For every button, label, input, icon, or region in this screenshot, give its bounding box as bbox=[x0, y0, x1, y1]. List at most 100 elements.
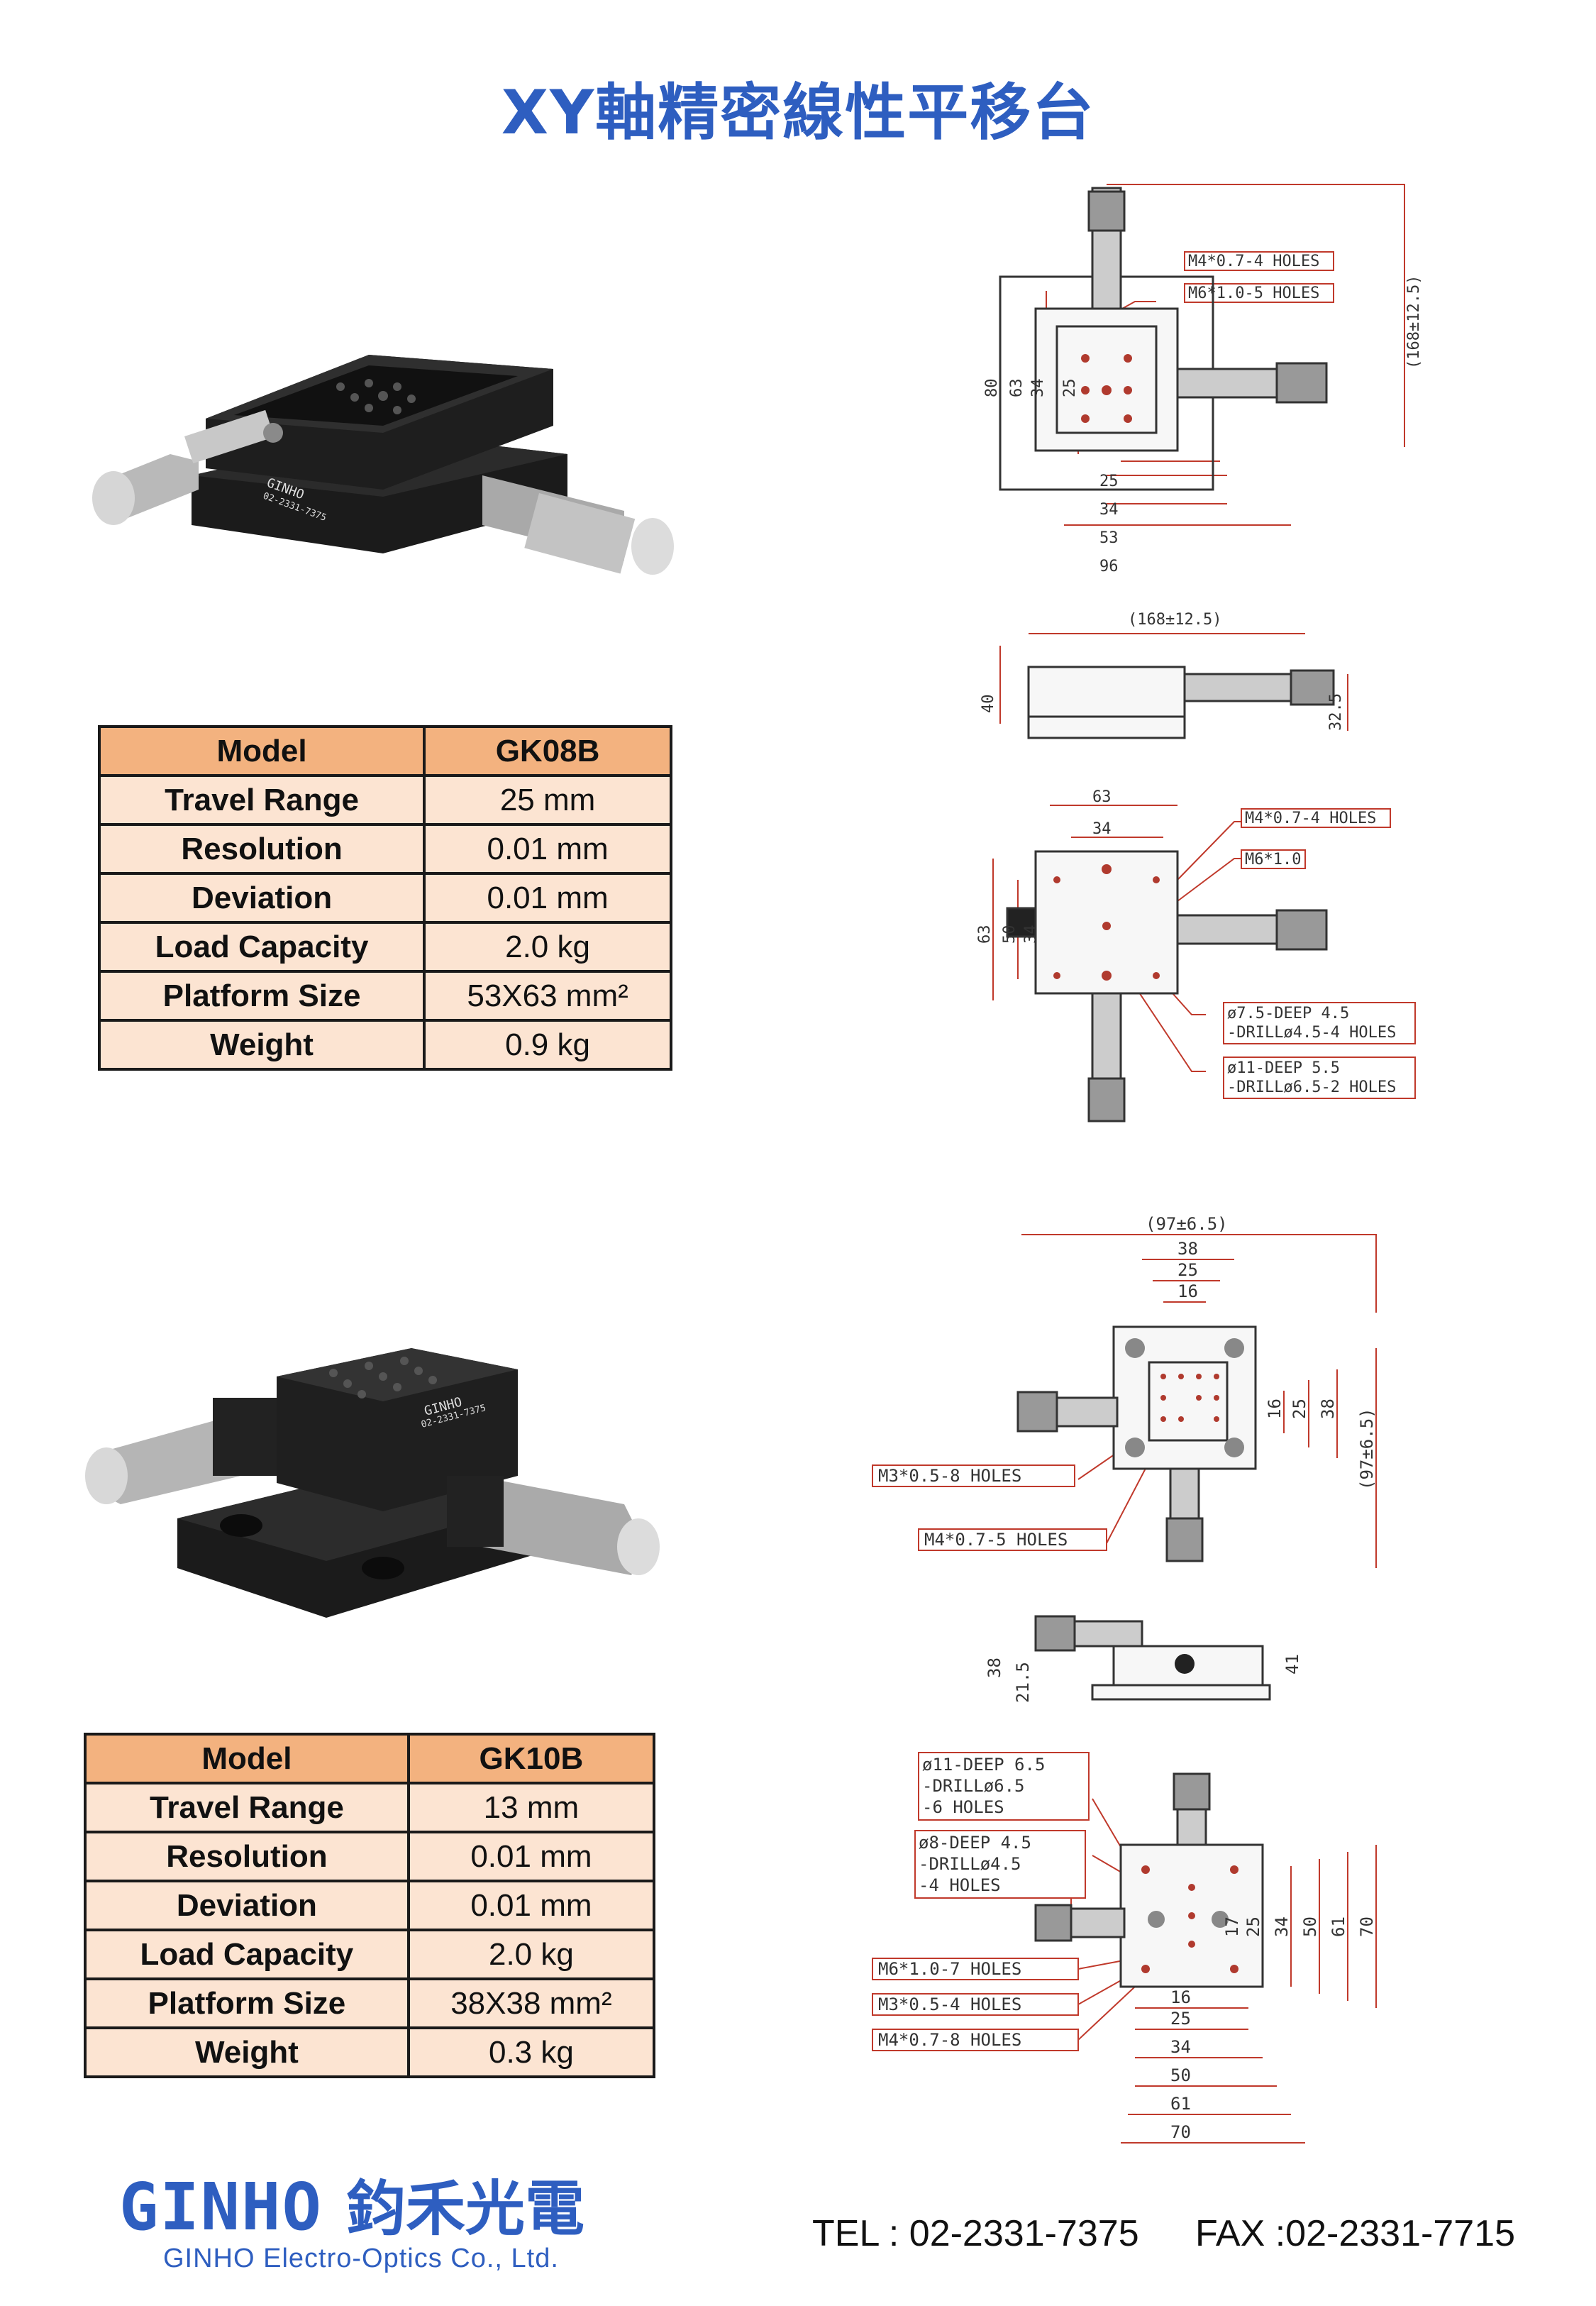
table-row: Travel Range 25 mm bbox=[97, 774, 672, 826]
dim-label: 16 bbox=[1177, 1281, 1198, 1301]
table-row: Deviation 0.01 mm bbox=[97, 872, 672, 924]
dim-label: M6*1.0 bbox=[1245, 851, 1301, 868]
dim-label: 16 bbox=[1265, 1399, 1285, 1419]
dim-label: 41 bbox=[1282, 1654, 1302, 1675]
spec-value: 2.0 kg bbox=[423, 921, 672, 973]
dim-label: M6*1.0-7 HOLES bbox=[878, 1959, 1021, 1979]
spec-key: Travel Range bbox=[97, 774, 426, 826]
dim-label: (168±12.5) bbox=[1405, 275, 1423, 369]
dim-label: 34 bbox=[1170, 2037, 1191, 2057]
company-name: GINHO Electro-Optics Co., Ltd. bbox=[163, 2244, 559, 2273]
table-row: Platform Size 53X63 mm² bbox=[97, 970, 672, 1022]
dim-label: ø8-DEEP 4.5 bbox=[919, 1833, 1031, 1853]
dim-label: ø7.5-DEEP 4.5 bbox=[1227, 1005, 1349, 1022]
spec-value: 0.9 kg bbox=[423, 1019, 672, 1071]
table-row: Weight 0.9 kg bbox=[97, 1019, 672, 1071]
table-row: Model GK08B bbox=[97, 725, 672, 777]
dim-label: 50 bbox=[1170, 2065, 1191, 2085]
dim-label: M4*0.7-8 HOLES bbox=[878, 2030, 1021, 2050]
logo-latin-text: GINHO bbox=[119, 2171, 323, 2242]
dim-label: 34 bbox=[1272, 1916, 1292, 1937]
dim-label: 50 bbox=[1001, 925, 1019, 944]
table-row: Deviation 0.01 mm bbox=[84, 1880, 656, 1931]
dim-label: 63 bbox=[1008, 379, 1026, 398]
spec-value: 53X63 mm² bbox=[423, 970, 672, 1022]
spec-key: Weight bbox=[84, 2026, 410, 2078]
spec-key: Platform Size bbox=[97, 970, 426, 1022]
page-title: XY軸精密線性平移台 bbox=[501, 77, 1095, 148]
dim-label: -6 HOLES bbox=[922, 1797, 1004, 1817]
spec-key: Model bbox=[84, 1733, 410, 1784]
spec-key: Deviation bbox=[97, 872, 426, 924]
dim-label: 53 bbox=[1099, 529, 1119, 547]
spec-key: Resolution bbox=[84, 1831, 410, 1882]
table-row: Model GK10B bbox=[84, 1733, 656, 1784]
spec-value: 0.01 mm bbox=[406, 1831, 656, 1882]
spec-key: Weight bbox=[97, 1019, 426, 1071]
dim-label: 34 bbox=[1029, 379, 1047, 398]
dim-label: 63 bbox=[976, 925, 994, 944]
spec-key: Deviation bbox=[84, 1880, 410, 1931]
dim-label: 38 bbox=[985, 1657, 1004, 1678]
dim-label: 38 bbox=[1177, 1239, 1198, 1259]
dim-label: -DRILLø6.5-2 HOLES bbox=[1227, 1078, 1396, 1096]
dim-label: ø11-DEEP 5.5 bbox=[1227, 1059, 1340, 1077]
spec-key: Travel Range bbox=[84, 1782, 410, 1833]
stage-photo-gk10b: GINHO 02-2331-7375 bbox=[85, 1348, 660, 1618]
spec-value: GK10B bbox=[406, 1733, 656, 1784]
dim-label: 70 bbox=[1170, 2122, 1191, 2142]
dim-label: 34 bbox=[1099, 501, 1119, 519]
dim-label: 61 bbox=[1329, 1916, 1348, 1937]
dim-label: 16 bbox=[1170, 1987, 1191, 2007]
table-row: Weight 0.3 kg bbox=[84, 2026, 656, 2078]
dim-label: 63 bbox=[1092, 788, 1112, 806]
logo-cjk-text: 鈞禾光電 bbox=[346, 2174, 584, 2242]
dim-label: 40 bbox=[980, 695, 997, 714]
table-row: Resolution 0.01 mm bbox=[84, 1831, 656, 1882]
dim-label: M6*1.0-5 HOLES bbox=[1188, 285, 1319, 302]
dim-label: 34 bbox=[1092, 820, 1112, 838]
spec-key: Load Capacity bbox=[97, 921, 426, 973]
spec-value: 25 mm bbox=[423, 774, 672, 826]
dim-label: 25 bbox=[1061, 379, 1079, 398]
dim-label: (97±6.5) bbox=[1357, 1408, 1377, 1490]
stage-photo-gk08b: GINHO 02-2331-7375 bbox=[92, 355, 674, 575]
dim-label: (168±12.5) bbox=[1128, 611, 1221, 629]
table-row: Load Capacity 2.0 kg bbox=[97, 921, 672, 973]
dim-label: -DRILLø6.5 bbox=[922, 1776, 1025, 1796]
dim-label: -DRILLø4.5 bbox=[919, 1854, 1021, 1874]
spec-value: 2.0 kg bbox=[406, 1929, 656, 1980]
dim-label: M4*0.7-4 HOLES bbox=[1188, 253, 1319, 270]
fax-number: FAX :02-2331-7715 bbox=[1195, 2213, 1515, 2254]
dim-label: 25 bbox=[1290, 1399, 1309, 1419]
spec-table-gk10b: Model GK10B Travel Range 13 mm Resolutio… bbox=[84, 1733, 656, 2078]
company-logo: GINHO 鈞禾光電 bbox=[119, 2171, 584, 2242]
spec-value: 0.3 kg bbox=[406, 2026, 656, 2078]
table-row: Travel Range 13 mm bbox=[84, 1782, 656, 1833]
spec-value: 13 mm bbox=[406, 1782, 656, 1833]
dim-label: 25 bbox=[1170, 2009, 1191, 2029]
dim-label: 25 bbox=[1177, 1260, 1198, 1280]
spec-value: 38X38 mm² bbox=[406, 1977, 656, 2029]
dim-label: 32.5 bbox=[1327, 693, 1345, 731]
dim-label: M4*0.7-4 HOLES bbox=[1245, 810, 1376, 827]
table-row: Load Capacity 2.0 kg bbox=[84, 1929, 656, 1980]
dim-label: 70 bbox=[1357, 1916, 1377, 1937]
dim-label: -DRILLø4.5-4 HOLES bbox=[1227, 1024, 1396, 1042]
dim-label: 34 bbox=[1022, 925, 1040, 944]
spec-value: 0.01 mm bbox=[406, 1880, 656, 1931]
spec-key: Load Capacity bbox=[84, 1929, 410, 1980]
spec-value: 0.01 mm bbox=[423, 872, 672, 924]
table-row: Platform Size 38X38 mm² bbox=[84, 1977, 656, 2029]
dim-label: M3*0.5-4 HOLES bbox=[878, 1995, 1021, 2014]
technical-drawing-gk08b: M4*0.7-4 HOLES M6*1.0-5 HOLES (168±12.5)… bbox=[976, 184, 1423, 1122]
dim-label: 17 bbox=[1222, 1916, 1242, 1937]
dim-label: 80 bbox=[983, 379, 1001, 398]
spec-table-gk08b: Model GK08B Travel Range 25 mm Resolutio… bbox=[97, 725, 672, 1071]
table-row: Resolution 0.01 mm bbox=[97, 823, 672, 875]
dim-label: ø11-DEEP 6.5 bbox=[922, 1755, 1045, 1775]
spec-value: GK08B bbox=[423, 725, 672, 777]
phone-number: TEL : 02-2331-7375 bbox=[812, 2213, 1139, 2254]
dim-label: 61 bbox=[1170, 2094, 1191, 2114]
technical-drawing-gk10b: (97±6.5) 38 25 16 16 25 38 (97±6.5) M3*0… bbox=[872, 1214, 1377, 2144]
